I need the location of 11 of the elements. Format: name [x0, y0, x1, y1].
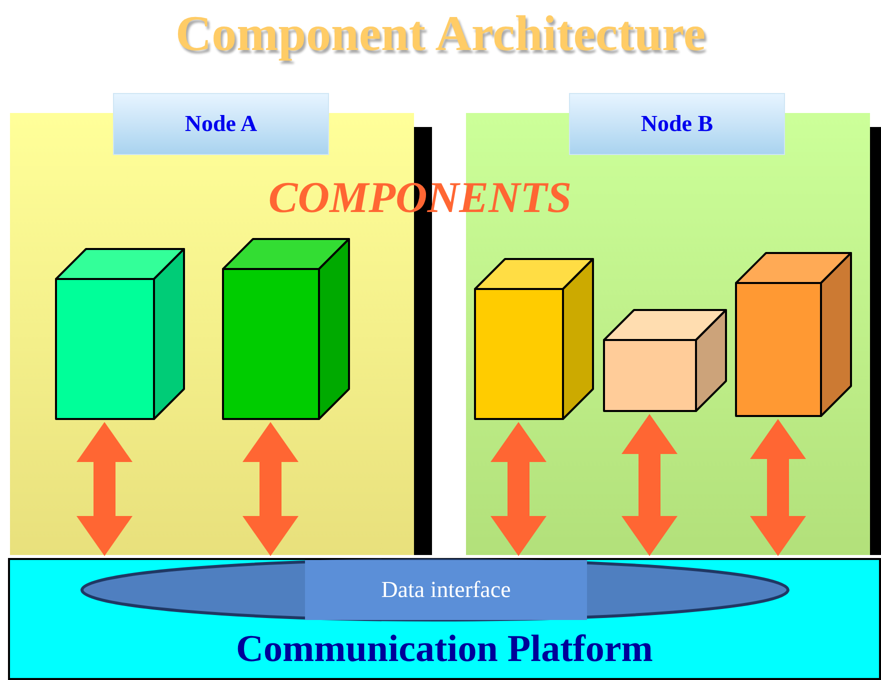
platform-title: Communication Platform	[236, 627, 653, 672]
double-arrow	[490, 422, 546, 556]
node-tab: Node A	[113, 93, 329, 155]
double-arrow	[76, 422, 132, 556]
platform-band	[8, 558, 881, 680]
double-arrow	[622, 414, 678, 556]
node-tab: Node B	[569, 93, 785, 155]
double-arrow	[750, 419, 806, 556]
label-panel: Data interface	[305, 560, 587, 620]
double-arrow	[242, 422, 298, 556]
title: Component Architecture	[175, 4, 706, 63]
